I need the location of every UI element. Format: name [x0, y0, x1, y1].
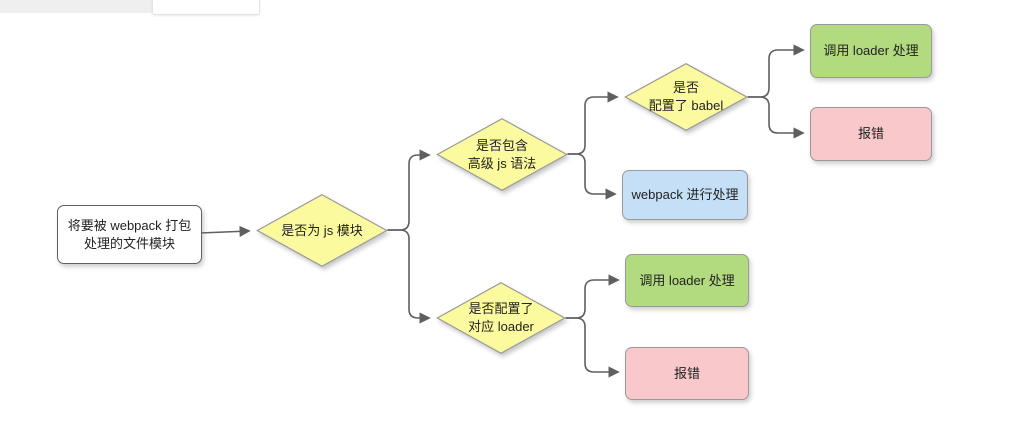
node-babel-configured-label: 是否 配置了 babel [648, 80, 724, 113]
edge-syntax-check-to-webpack [567, 153, 617, 200]
edge-babel-check-to-call-loader [747, 44, 805, 98]
node-call-loader-top[interactable]: 调用 loader 处理 [810, 24, 932, 78]
node-error-bottom-label: 报错 [673, 365, 700, 381]
diamond-shape [436, 282, 566, 354]
edge-loader-check-to-call-loader [565, 274, 620, 319]
node-error-bottom[interactable]: 报错 [625, 347, 749, 400]
node-loader-configured[interactable]: 是否配置了 对应 loader [436, 282, 566, 354]
diamond-shape [256, 194, 388, 267]
diamond-shape [436, 118, 568, 191]
node-call-loader-top-label: 调用 loader 处理 [823, 43, 919, 59]
node-start[interactable]: 将要被 webpack 打包 处理的文件模块 [57, 205, 202, 264]
node-has-advanced-syntax-label: 是否包含 高级 js 语法 [467, 137, 537, 171]
edge-loader-check-to-error [565, 317, 620, 378]
node-has-advanced-syntax[interactable]: 是否包含 高级 js 语法 [436, 118, 568, 191]
node-webpack-process[interactable]: webpack 进行处理 [622, 170, 748, 220]
node-call-loader-bottom-label: 调用 loader 处理 [639, 272, 735, 288]
node-is-js-module[interactable]: 是否为 js 模块 [256, 194, 388, 267]
node-error-top[interactable]: 报错 [810, 107, 932, 161]
edge-start-to-js-check [199, 225, 251, 237]
node-webpack-process-label: webpack 进行处理 [631, 187, 739, 203]
node-babel-configured[interactable]: 是否 配置了 babel [624, 63, 748, 131]
background-artifact-strip [0, 0, 152, 13]
diamond-shape [624, 63, 748, 131]
node-loader-configured-label: 是否配置了 对应 loader [468, 301, 534, 334]
edge-js-check-to-loader-check [387, 229, 431, 324]
edge-babel-check-to-error [747, 96, 805, 139]
background-artifact-box [152, 0, 260, 15]
node-start-label: 将要被 webpack 打包 处理的文件模块 [67, 217, 192, 251]
node-call-loader-bottom[interactable]: 调用 loader 处理 [625, 254, 749, 307]
edge-syntax-check-to-babel-check [567, 91, 619, 155]
node-error-top-label: 报错 [857, 126, 884, 142]
edge-js-check-to-syntax-check [387, 149, 431, 231]
node-is-js-module-label: 是否为 js 模块 [281, 222, 363, 238]
